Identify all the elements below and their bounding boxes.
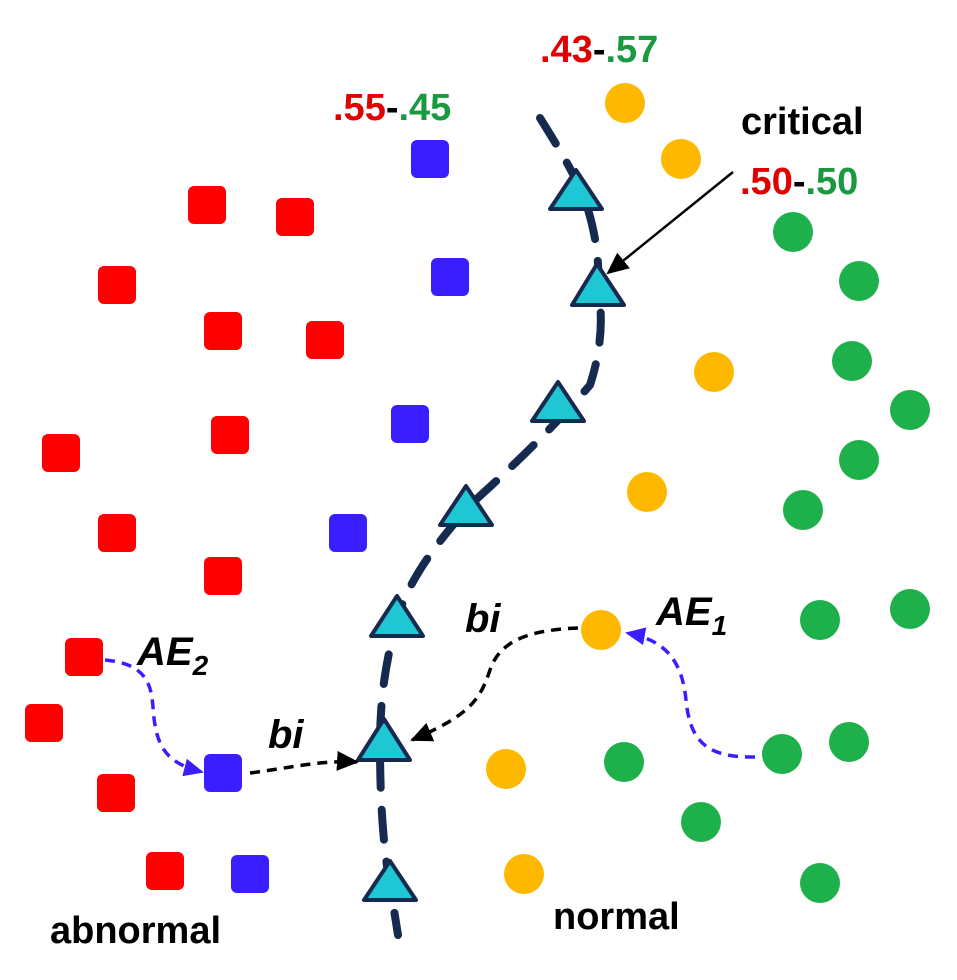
abnormal-point <box>65 638 103 676</box>
normal-point <box>832 341 872 381</box>
adversarial-point <box>431 258 469 296</box>
boundary-point <box>362 859 418 902</box>
ae1-arrow <box>625 627 756 759</box>
bi-left-arrow <box>249 750 359 775</box>
prob-top: .43-.57 <box>540 29 658 71</box>
adversarial-point <box>329 514 367 552</box>
normal-point <box>839 261 879 301</box>
bi-right-arrow <box>410 626 579 742</box>
ae2-label-main: AE <box>136 630 194 674</box>
ae1-label-main: AE <box>655 590 713 634</box>
ae1-label: AE1 <box>655 590 727 641</box>
normal-point <box>783 490 823 530</box>
abnormal-point <box>306 321 344 359</box>
adversarial-point <box>231 855 269 893</box>
prob-top-sep: - <box>593 29 606 71</box>
adversarial-normal-point <box>694 352 734 392</box>
normal-points <box>604 212 930 903</box>
critical-arrow <box>606 171 734 275</box>
normal-point <box>890 589 930 629</box>
abnormal-point <box>25 704 63 742</box>
prob-left-green: .45 <box>398 87 451 129</box>
abnormal-point <box>42 434 80 472</box>
abnormal-label: abnormal <box>50 910 221 952</box>
boundary-point <box>548 168 604 211</box>
abnormal-point <box>98 514 136 552</box>
prob-critical-sep: - <box>793 161 806 203</box>
boundary-points <box>356 168 626 902</box>
normal-point <box>800 863 840 903</box>
prob-critical: .50-.50 <box>740 161 858 203</box>
adversarial-normal-point <box>581 610 621 650</box>
boundary-point <box>356 717 412 762</box>
boundary-point <box>438 484 494 527</box>
prob-critical-green: .50 <box>805 161 858 203</box>
prob-left-sep: - <box>386 87 399 129</box>
bi-left-label: bi <box>268 713 304 757</box>
adversarial-normal-point <box>627 472 667 512</box>
abnormal-point <box>204 312 242 350</box>
adversarial-normal-point <box>605 83 645 123</box>
adversarial-point <box>391 405 429 443</box>
decision-boundary <box>375 114 605 939</box>
adversarial-abnormal-points <box>204 140 469 893</box>
normal-point <box>800 600 840 640</box>
abnormal-point <box>204 557 242 595</box>
boundary-point <box>530 380 586 423</box>
abnormal-point <box>98 266 136 304</box>
ae2-label-sub: 2 <box>192 650 209 681</box>
boundary-point <box>570 262 626 307</box>
abnormal-points <box>25 186 344 890</box>
ae2-label: AE2 <box>136 630 209 681</box>
adversarial-point <box>411 140 449 178</box>
prob-left-red: .55 <box>333 87 386 129</box>
adversarial-normal-point <box>504 854 544 894</box>
adversarial-normal-point <box>486 749 526 789</box>
normal-point <box>681 802 721 842</box>
normal-point <box>829 722 869 762</box>
prob-top-green: .57 <box>605 29 658 71</box>
normal-label: normal <box>553 896 680 938</box>
adversarial-normal-points <box>486 83 734 894</box>
ae1-label-sub: 1 <box>712 610 728 641</box>
ae2-arrow <box>104 658 204 777</box>
normal-point <box>839 440 879 480</box>
normal-point <box>773 212 813 252</box>
abnormal-point <box>97 774 135 812</box>
adversarial-normal-point <box>661 139 701 179</box>
normal-point <box>890 390 930 430</box>
adversarial-point <box>204 754 242 792</box>
prob-left: .55-.45 <box>333 87 451 129</box>
abnormal-point <box>188 186 226 224</box>
normal-point <box>604 742 644 782</box>
bi-right-label: bi <box>465 597 501 641</box>
prob-critical-red: .50 <box>740 161 793 203</box>
abnormal-point <box>211 416 249 454</box>
critical-label: critical <box>741 101 864 143</box>
abnormal-point <box>276 198 314 236</box>
abnormal-point <box>146 852 184 890</box>
normal-point <box>762 734 802 774</box>
prob-top-red: .43 <box>540 29 593 71</box>
boundary-point <box>369 594 425 638</box>
